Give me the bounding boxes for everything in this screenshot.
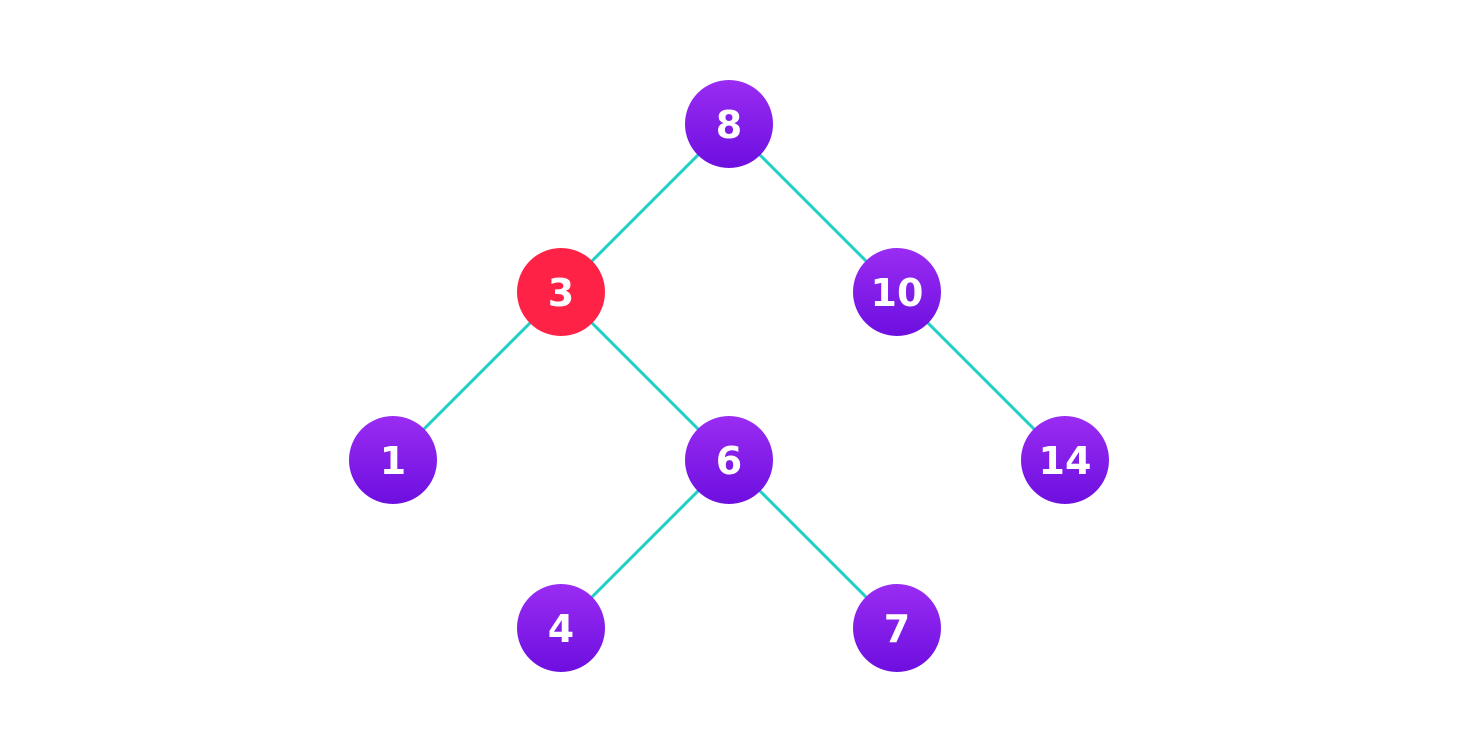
node-label: 8	[716, 103, 742, 147]
tree-node: 8	[685, 80, 773, 168]
node-label: 7	[884, 607, 910, 651]
node-circle	[853, 584, 941, 672]
node-circle	[349, 416, 437, 504]
nodes-layer: 8 3 10 1 6 14 4 7	[349, 80, 1109, 672]
node-label: 14	[1039, 439, 1092, 483]
node-label: 10	[871, 271, 924, 315]
tree-node: 6	[685, 416, 773, 504]
tree-node: 14	[1021, 416, 1109, 504]
node-circle	[685, 416, 773, 504]
tree-node: 10	[853, 248, 941, 336]
tree-node: 7	[853, 584, 941, 672]
node-circle	[685, 80, 773, 168]
tree-node: 4	[517, 584, 605, 672]
node-label: 6	[716, 439, 742, 483]
node-label: 3	[548, 271, 574, 315]
tree-node: 3	[517, 248, 605, 336]
node-circle	[1021, 416, 1109, 504]
node-label: 4	[548, 607, 574, 651]
node-circle	[517, 584, 605, 672]
node-circle	[853, 248, 941, 336]
node-label: 1	[380, 439, 406, 483]
edges-layer	[391, 122, 1067, 630]
tree-node: 1	[349, 416, 437, 504]
highlighted-node-circle	[517, 248, 605, 336]
